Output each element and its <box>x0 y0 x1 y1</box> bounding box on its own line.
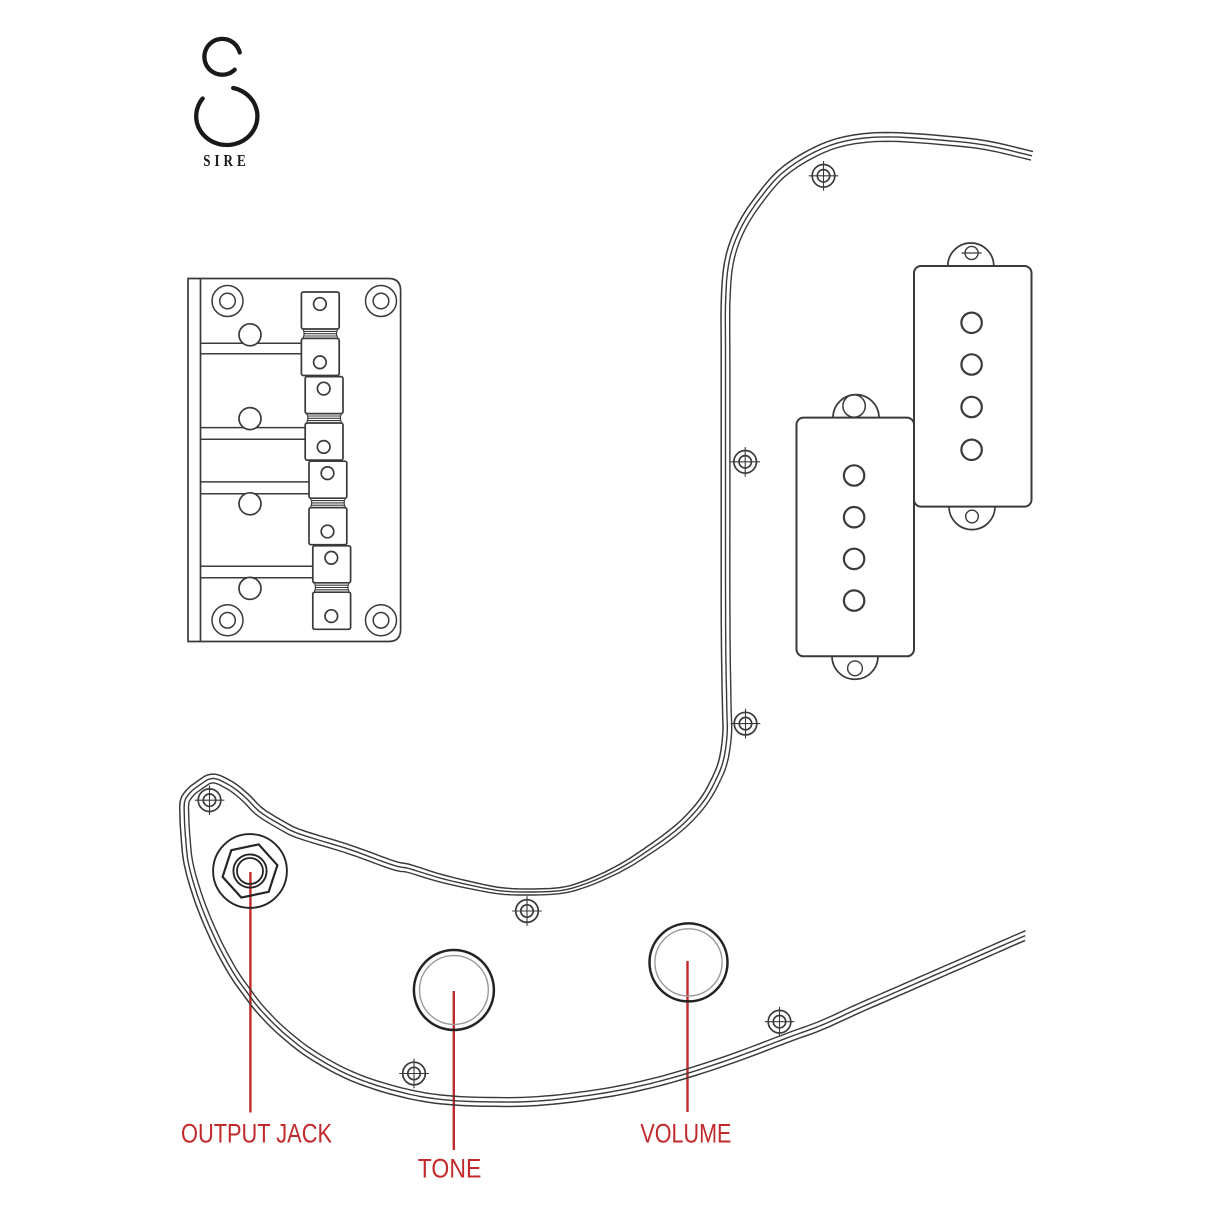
svg-text:VOLUME: VOLUME <box>640 1118 731 1148</box>
svg-text:TONE: TONE <box>418 1154 482 1184</box>
svg-text:SIRE: SIRE <box>203 151 250 170</box>
svg-text:OUTPUT JACK: OUTPUT JACK <box>181 1118 332 1148</box>
